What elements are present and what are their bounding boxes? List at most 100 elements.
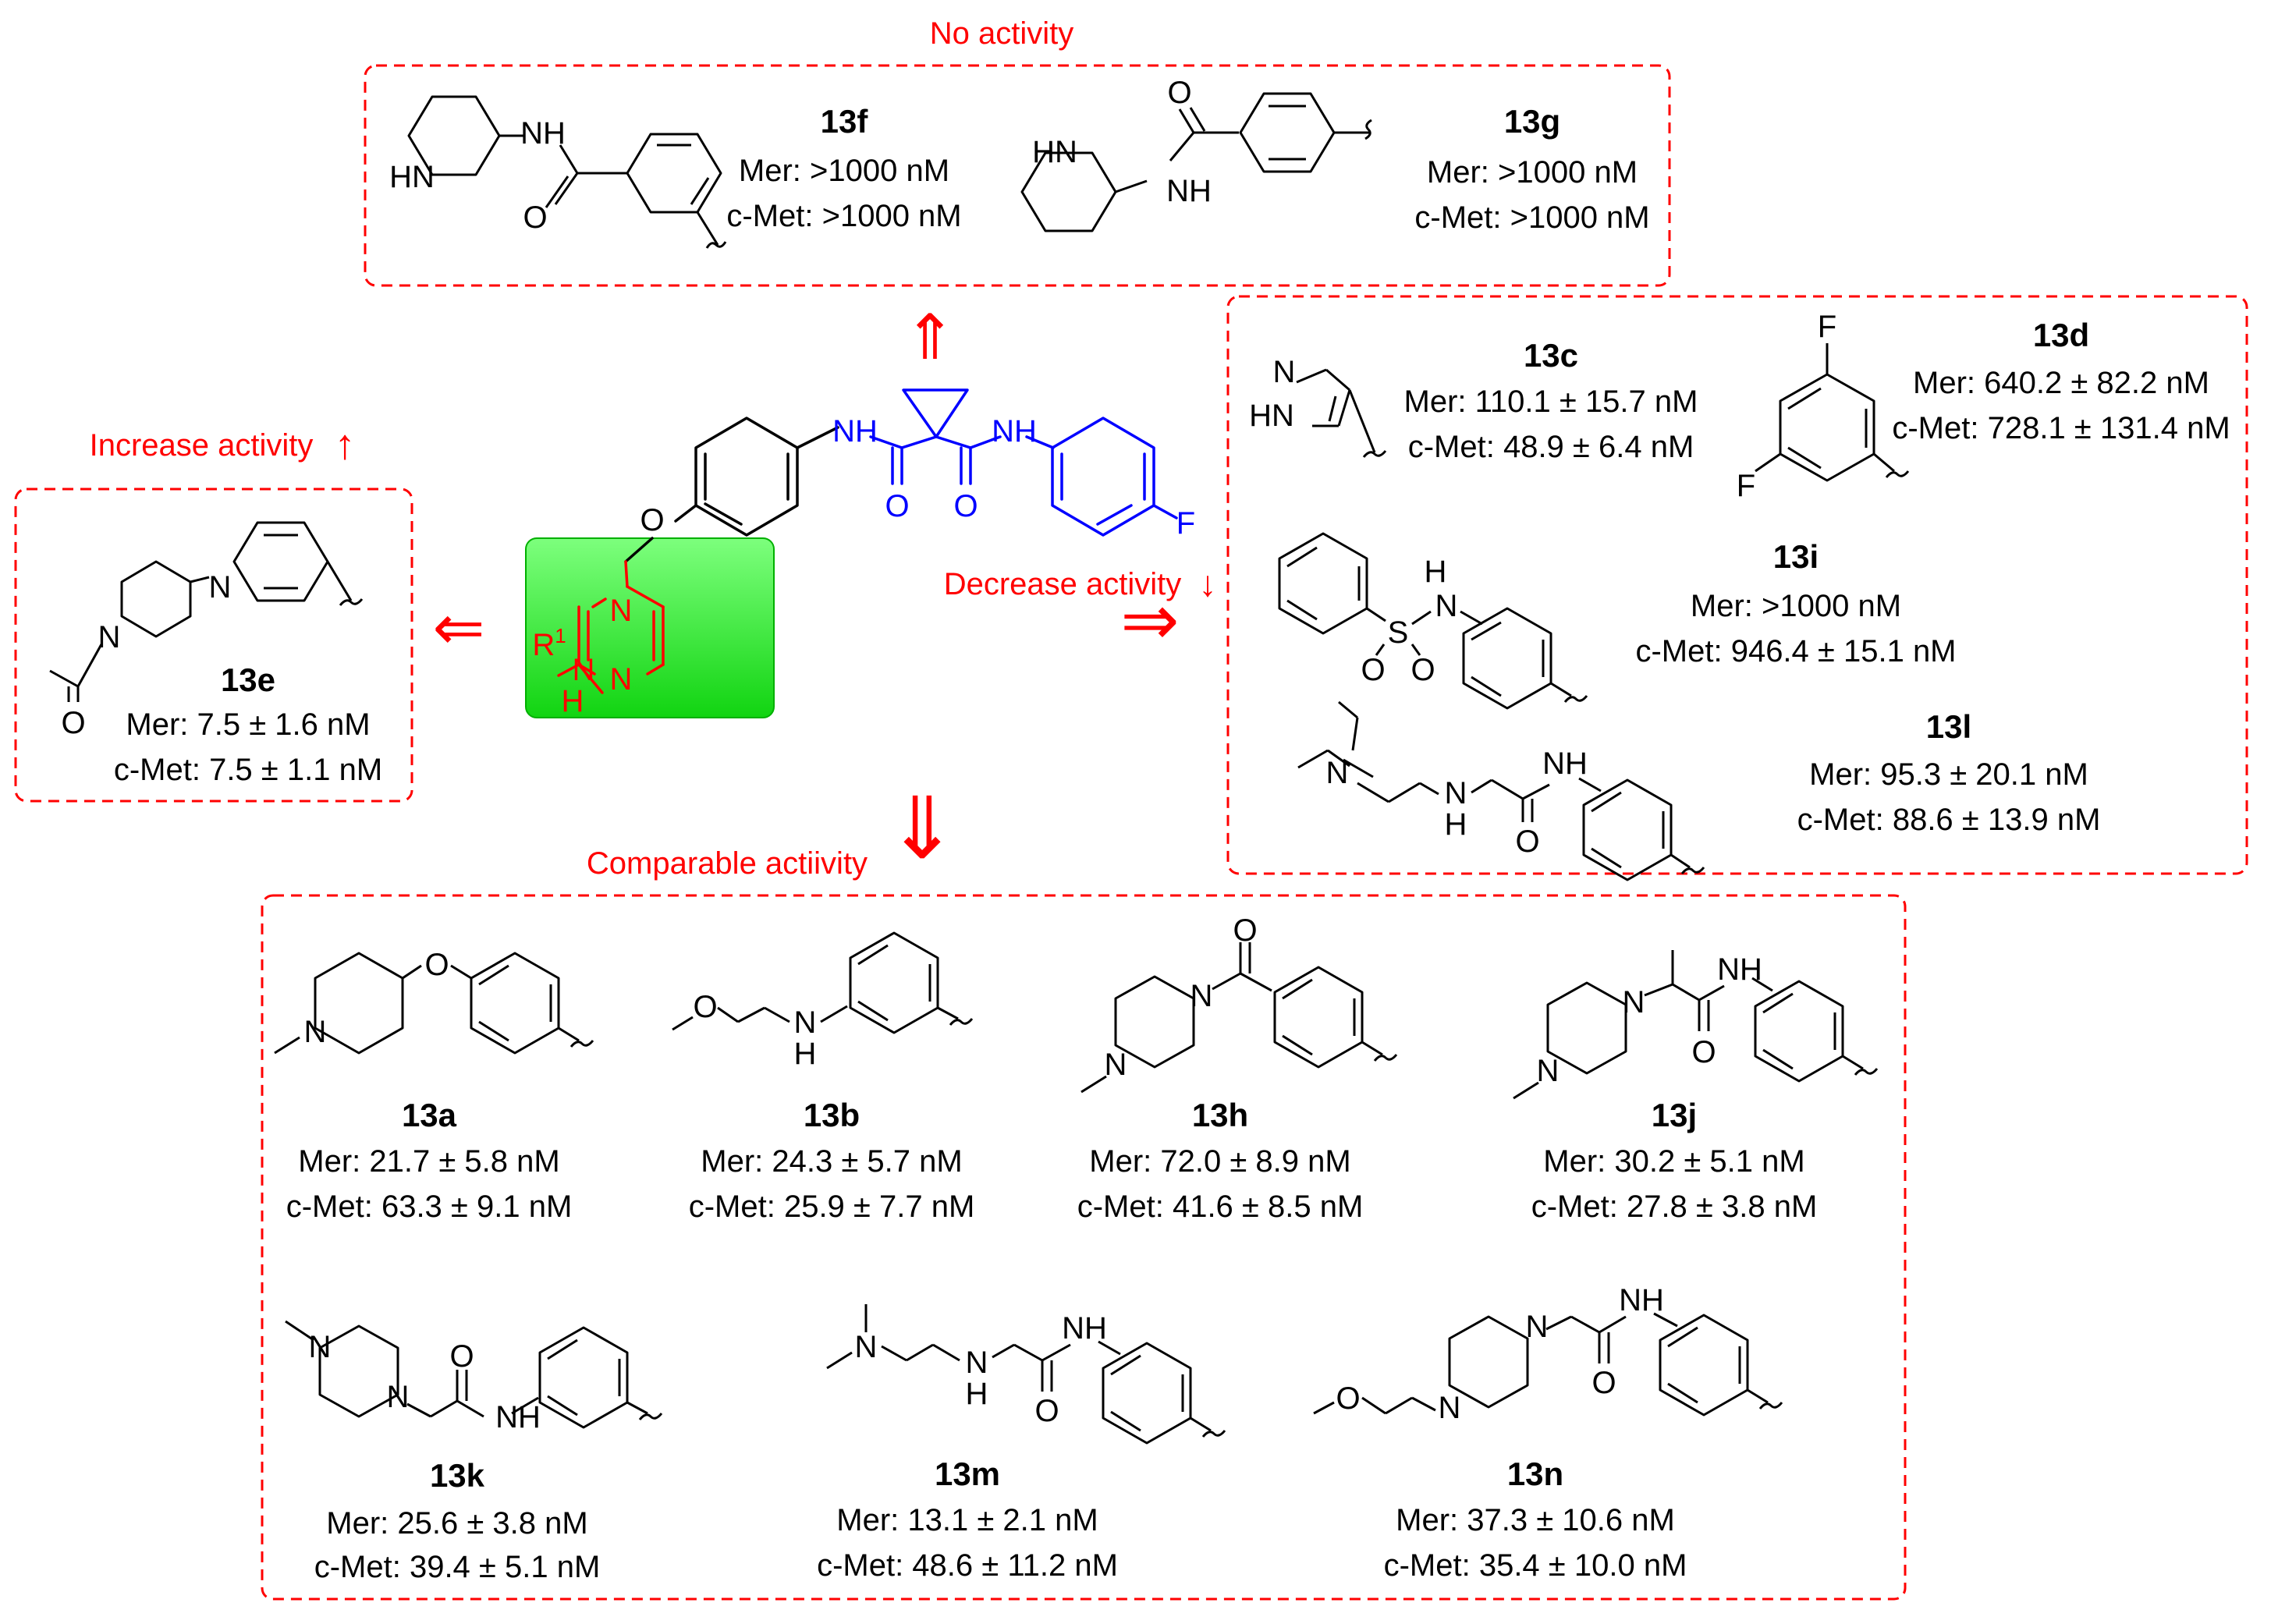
13b-cmet: c-Met: 25.9 ± 7.7 nM xyxy=(689,1190,975,1224)
13j-nh: NH xyxy=(1717,952,1762,987)
core-structure xyxy=(557,388,1178,694)
13d-id: 13d xyxy=(2033,317,2089,353)
13c-cmet: c-Met: 48.9 ± 6.4 nM xyxy=(1408,430,1694,464)
13b-id: 13b xyxy=(804,1097,860,1133)
13n-o: O xyxy=(1591,1366,1616,1400)
13a-o: O xyxy=(424,948,449,982)
13d-mer: Mer: 640.2 ± 82.2 nM xyxy=(1913,366,2209,400)
13h-n2: N xyxy=(1105,1048,1127,1082)
13l-n-linker: N xyxy=(1445,776,1467,810)
13g-cmet: c-Met: >1000 nM xyxy=(1414,200,1649,235)
13i-n: N xyxy=(1435,589,1458,623)
13d-cmet: c-Met: 728.1 ± 131.4 nM xyxy=(1892,411,2230,445)
core-amide-nh-right: NH xyxy=(992,414,1037,449)
decrease-activity-label: Decrease activity xyxy=(944,567,1182,601)
core-amide-o-left: O xyxy=(885,489,909,523)
13b-h: H xyxy=(794,1037,817,1071)
13f-cmet: c-Met: >1000 nM xyxy=(726,199,961,233)
13n-n1: N xyxy=(1439,1391,1461,1425)
13i-o1: O xyxy=(1361,653,1385,687)
13m-n-amine: N xyxy=(855,1330,878,1364)
double-up-arrow-icon: ⇑ xyxy=(903,303,956,372)
13j-mer: Mer: 30.2 ± 5.1 nM xyxy=(1543,1144,1804,1179)
13k-mer: Mer: 25.6 ± 3.8 nM xyxy=(326,1506,587,1541)
13k-n1: N xyxy=(309,1330,332,1364)
13a-mer: Mer: 21.7 ± 5.8 nM xyxy=(298,1144,559,1179)
13h-cmet: c-Met: 41.6 ± 8.5 nM xyxy=(1077,1190,1364,1224)
13f-hn: HN xyxy=(389,160,435,194)
13j-n1: N xyxy=(1623,985,1645,1019)
structure-13m xyxy=(826,1304,1226,1445)
structure-13l xyxy=(1297,700,1705,881)
13i-h: H xyxy=(1425,555,1447,589)
13c-id: 13c xyxy=(1524,337,1578,374)
13l-id: 13l xyxy=(1926,708,1971,745)
core-linker-n: N xyxy=(573,653,595,687)
13c-hn: HN xyxy=(1249,399,1294,433)
13k-cmet: c-Met: 39.4 ± 5.1 nM xyxy=(314,1550,601,1584)
13g-mer: Mer: >1000 nM xyxy=(1427,155,1638,190)
13j-cmet: c-Met: 27.8 ± 3.8 nM xyxy=(1531,1190,1818,1224)
double-left-arrow-icon: ⇐ xyxy=(432,593,484,662)
core-pyrimidine-n3: N xyxy=(610,662,633,697)
structure-13f xyxy=(407,95,727,249)
13d-f-top: F xyxy=(1818,310,1836,344)
13a-cmet: c-Met: 63.3 ± 9.1 nM xyxy=(286,1190,573,1224)
core-fluorine: F xyxy=(1176,506,1195,541)
13a-id: 13a xyxy=(402,1097,457,1133)
13g-o: O xyxy=(1167,76,1191,110)
structure-13i xyxy=(1278,532,1588,710)
13h-id: 13h xyxy=(1192,1097,1248,1133)
13h-o: O xyxy=(1233,913,1257,948)
13g-nh: NH xyxy=(1166,174,1212,208)
13k-id: 13k xyxy=(430,1457,485,1494)
structure-13k xyxy=(285,1320,663,1429)
13i-s: S xyxy=(1388,615,1409,650)
increase-activity-label: Increase activity xyxy=(90,428,314,463)
13a-n: N xyxy=(304,1015,327,1049)
13f-nh: NH xyxy=(520,116,566,151)
13g-hn: HN xyxy=(1032,135,1077,169)
13k-o: O xyxy=(449,1339,474,1374)
13d-f-bottom: F xyxy=(1737,469,1755,503)
structure-13a xyxy=(274,952,594,1055)
13h-n1: N xyxy=(1191,979,1213,1013)
structure-13e xyxy=(49,521,364,702)
13f-o: O xyxy=(523,200,547,235)
13g-id: 13g xyxy=(1504,103,1560,140)
no-activity-label: No activity xyxy=(930,16,1074,51)
increase-activity-box xyxy=(14,488,413,803)
13j-n2: N xyxy=(1537,1054,1560,1088)
core-amide-o-right: O xyxy=(953,489,978,523)
13n-nh: NH xyxy=(1619,1283,1664,1317)
core-linker-h: H xyxy=(562,684,584,718)
13k-n2: N xyxy=(387,1380,410,1414)
structure-13n xyxy=(1313,1312,1783,1417)
13f-id: 13f xyxy=(821,103,869,140)
13i-mer: Mer: >1000 nM xyxy=(1691,589,1901,623)
structure-13h xyxy=(1080,942,1398,1094)
13m-o: O xyxy=(1034,1394,1059,1428)
core-ether-oxygen: O xyxy=(640,503,664,537)
core-pyrimidine-n1: N xyxy=(610,594,633,628)
13i-cmet: c-Met: 946.4 ± 15.1 nM xyxy=(1635,634,1956,668)
13c-mer: Mer: 110.1 ± 15.7 nM xyxy=(1404,385,1698,419)
13b-mer: Mer: 24.3 ± 5.7 nM xyxy=(701,1144,962,1179)
structure-13d xyxy=(1755,343,1910,482)
13e-id: 13e xyxy=(221,661,275,698)
13e-n2: N xyxy=(98,620,121,654)
13e-mer: Mer: 7.5 ± 1.6 nM xyxy=(126,707,370,742)
13i-o2: O xyxy=(1411,653,1435,687)
decrease-activity-box xyxy=(1226,295,2248,875)
13b-n: N xyxy=(794,1005,817,1040)
13e-n1: N xyxy=(209,570,232,605)
13l-h-linker: H xyxy=(1445,807,1467,842)
13i-id: 13i xyxy=(1773,538,1819,575)
13l-cmet: c-Met: 88.6 ± 13.9 nM xyxy=(1797,803,2101,837)
double-right-arrow-icon: ⇒ xyxy=(1120,582,1179,660)
13n-n2: N xyxy=(1526,1310,1549,1344)
double-down-arrow-icon: ⇓ xyxy=(886,781,958,877)
13e-o: O xyxy=(61,706,85,740)
increase-arrow-icon: ↑ xyxy=(335,421,356,468)
13m-h-linker: H xyxy=(966,1377,988,1411)
